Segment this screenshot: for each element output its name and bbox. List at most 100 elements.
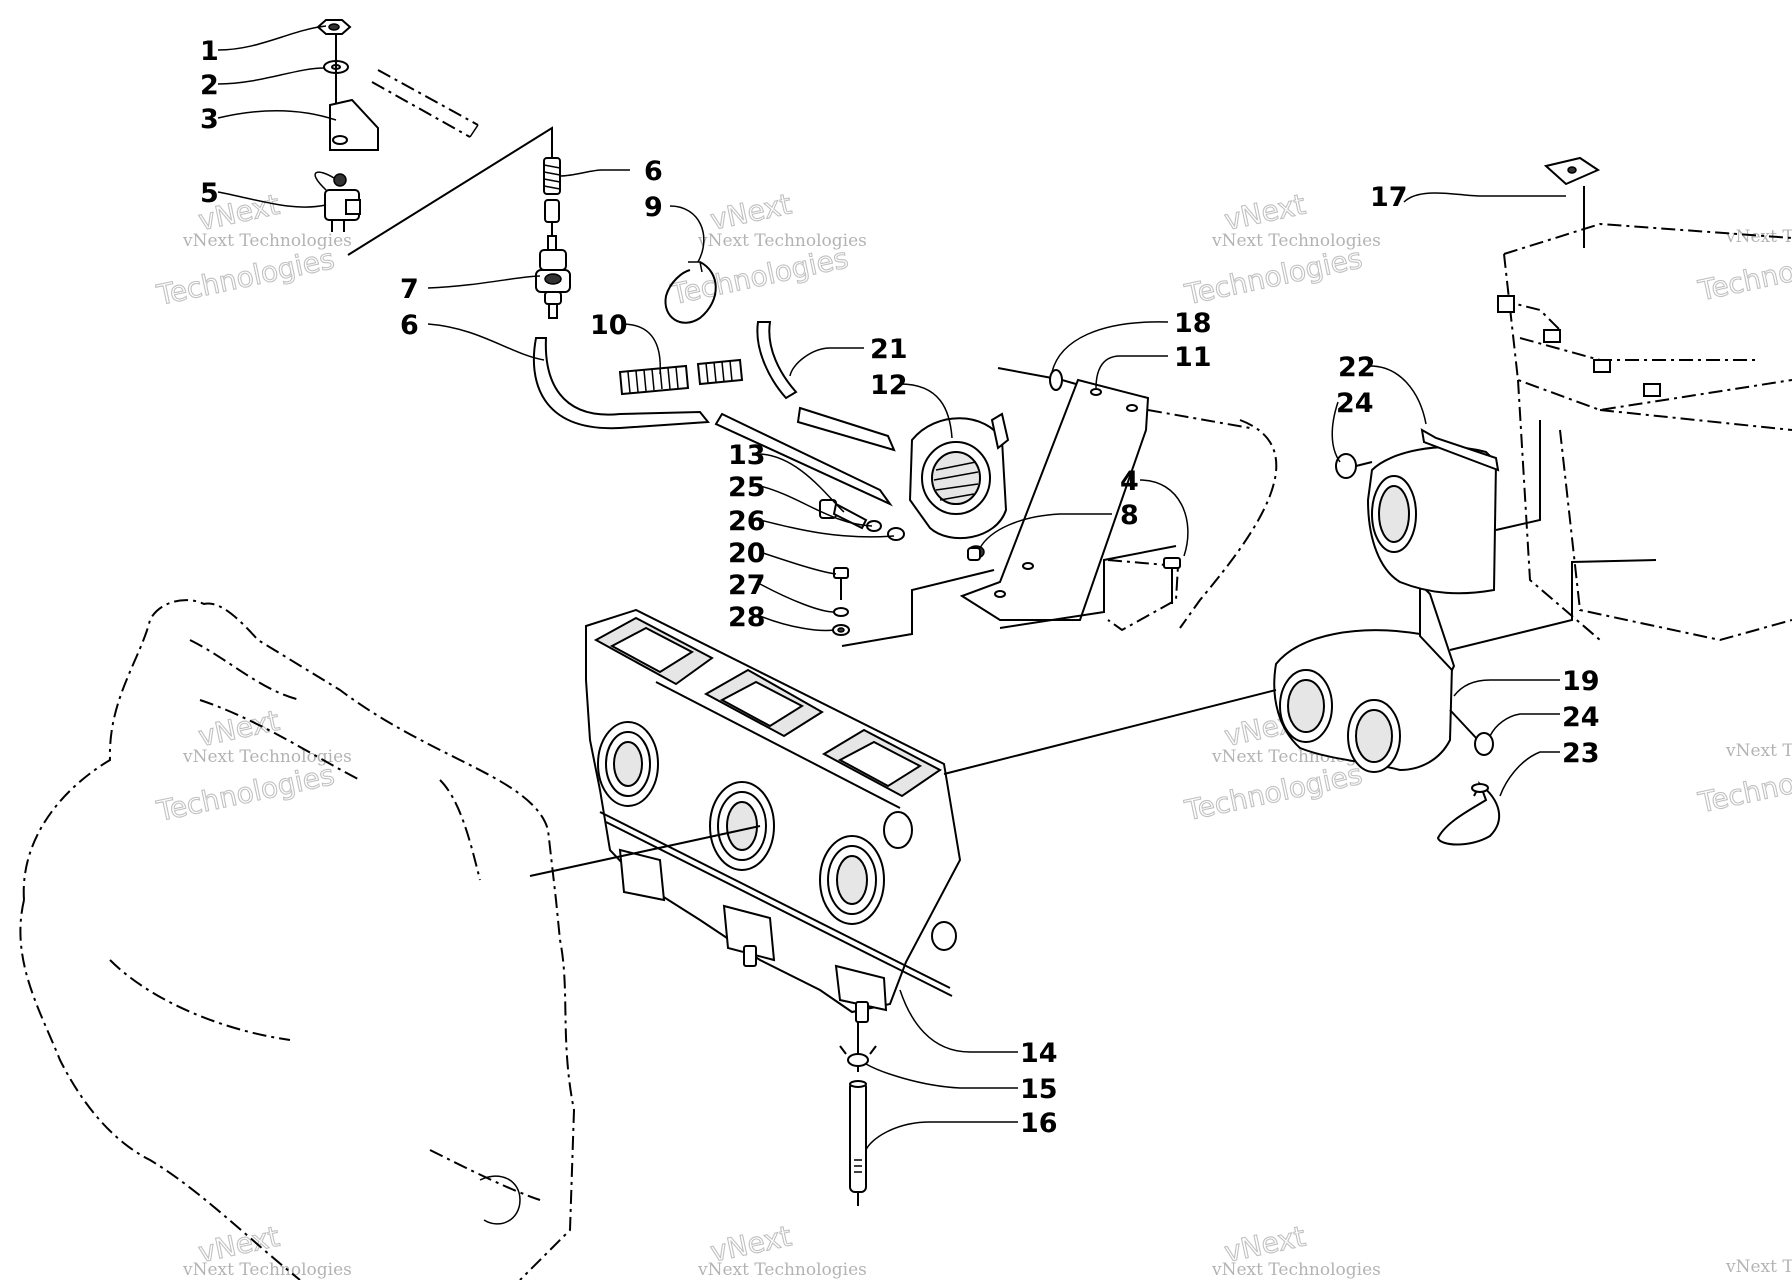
- engine-outline: [19, 899, 301, 1280]
- assembly-line: [999, 545, 1177, 629]
- callout-7: 7: [400, 274, 419, 305]
- callout-25: 25: [728, 472, 766, 503]
- part-spring: [543, 157, 561, 223]
- callout-19: 19: [1562, 666, 1600, 697]
- svg-text:Technologies: Technologies: [1695, 238, 1792, 308]
- part-screw: [832, 567, 850, 636]
- callout-13: 13: [728, 440, 766, 471]
- svg-text:vNext Technologies: vNext Technologies: [182, 1260, 352, 1280]
- svg-text:vNext Technologies: vNext Technologies: [1725, 227, 1792, 247]
- svg-text:Technologies: Technologies: [667, 241, 851, 311]
- svg-text:Technologies: Technologies: [153, 758, 337, 828]
- assembly-line: [1495, 420, 1541, 531]
- svg-text:vNext: vNext: [1221, 188, 1308, 237]
- watermark: vNext Technologies: [1725, 1257, 1792, 1277]
- part-strap: [1436, 780, 1500, 846]
- part-vent-hose: [756, 321, 798, 400]
- part-switch: [314, 171, 361, 232]
- callout-10: 10: [590, 310, 628, 341]
- dashed-rail: [371, 69, 479, 138]
- callout-26: 26: [728, 506, 766, 537]
- callout-23: 23: [1562, 738, 1600, 769]
- svg-text:vNext Technologies: vNext Technologies: [697, 231, 867, 251]
- part-air-box-housing: [1497, 156, 1792, 642]
- svg-text:vNext Technologies: vNext Technologies: [1725, 741, 1792, 761]
- assembly-line: [529, 825, 761, 877]
- part-fuel-line: [532, 337, 710, 430]
- watermark-layer: vNext vNext Technologies Technologies vN…: [153, 187, 1792, 1280]
- engine-detail: [109, 639, 541, 1201]
- callout-numbers: 1 2 3 5 6 9 7 6 10 21 12 18 11 17 22 24 …: [200, 36, 1600, 1139]
- engine-outline: [22, 599, 576, 1280]
- callout-8: 8: [1120, 500, 1139, 531]
- watermark: vNext vNext Technologies: [1211, 1219, 1381, 1280]
- rail-end: [469, 124, 479, 138]
- callout-24-upper: 24: [1336, 388, 1374, 419]
- part-pin: [997, 367, 1077, 391]
- svg-text:Technologies: Technologies: [1181, 758, 1365, 828]
- callout-27: 27: [728, 570, 766, 601]
- callout-18: 18: [1174, 308, 1212, 339]
- part-screw-upper: [1335, 453, 1373, 479]
- callout-6-lower: 6: [400, 310, 419, 341]
- assembly-line: [1449, 559, 1657, 651]
- watermark: vNext vNext Technologies Technologies: [153, 187, 352, 312]
- callout-15: 15: [1020, 1074, 1058, 1105]
- part-carburetor-assembly: [585, 608, 962, 1023]
- callout-5: 5: [200, 178, 219, 209]
- part-hose-clamp: [664, 261, 717, 324]
- callout-14: 14: [1020, 1038, 1058, 1069]
- part-screw-small: [1163, 557, 1181, 604]
- callout-21: 21: [870, 334, 908, 365]
- callout-12: 12: [870, 370, 908, 401]
- part-drain-hose: [849, 1080, 867, 1206]
- part-air-silencer-lower: [1273, 581, 1456, 773]
- callout-11: 11: [1174, 342, 1212, 373]
- watermark: vNext Technologies Technologies: [1694, 741, 1792, 820]
- callout-4: 4: [1120, 466, 1139, 497]
- svg-text:vNext Technologies: vNext Technologies: [697, 1260, 867, 1280]
- callout-20: 20: [728, 538, 766, 569]
- part-fuel-pump: [908, 412, 1010, 540]
- svg-text:vNext Technologies: vNext Technologies: [1211, 1260, 1381, 1280]
- part-grommet: [967, 545, 985, 561]
- part-fuel-filter: [535, 235, 571, 319]
- dashed-outline: [1147, 409, 1278, 629]
- part-bracket: [329, 98, 379, 151]
- part-mounting-plate: [959, 378, 1150, 621]
- watermark: vNext vNext Technologies: [697, 1219, 867, 1280]
- callout-1: 1: [200, 36, 219, 67]
- callout-16: 16: [1020, 1108, 1058, 1139]
- assembly-line: [841, 569, 995, 647]
- svg-text:vNext: vNext: [195, 704, 282, 753]
- callout-2: 2: [200, 70, 219, 101]
- callout-3: 3: [200, 104, 219, 135]
- watermark: vNext Technologies Technologies: [1694, 227, 1792, 308]
- callout-22: 22: [1338, 352, 1376, 383]
- leader-lines: [217, 25, 1566, 1151]
- svg-text:vNext Technologies: vNext Technologies: [182, 231, 352, 251]
- part-pulse-line: [714, 412, 894, 507]
- callout-17: 17: [1370, 182, 1408, 213]
- watermark: vNext vNext Technologies: [182, 1219, 352, 1280]
- engine-detail: [479, 1175, 521, 1225]
- svg-text:vNext: vNext: [707, 187, 794, 236]
- callout-6: 6: [644, 156, 663, 187]
- callout-9: 9: [644, 192, 663, 223]
- watermark: vNext vNext Technologies Technologies: [1181, 187, 1381, 312]
- svg-text:Technologies: Technologies: [153, 242, 337, 312]
- part-vent-hose: [796, 406, 896, 452]
- assembly-line: [347, 126, 553, 256]
- callout-28: 28: [728, 602, 766, 633]
- part-screw-lower: [1449, 709, 1494, 756]
- part-washer: [887, 527, 905, 541]
- svg-text:vNext Technologies: vNext Technologies: [1211, 231, 1381, 251]
- part-nut: [316, 19, 352, 35]
- watermark: vNext vNext Technologies Technologies: [667, 187, 867, 312]
- svg-text:Technologies: Technologies: [1181, 242, 1365, 312]
- dashed-outline: [1107, 559, 1180, 632]
- part-air-silencer-upper: [1366, 428, 1500, 595]
- part-clamp: [839, 1022, 877, 1072]
- svg-text:vNext Technologies: vNext Technologies: [1725, 1257, 1792, 1277]
